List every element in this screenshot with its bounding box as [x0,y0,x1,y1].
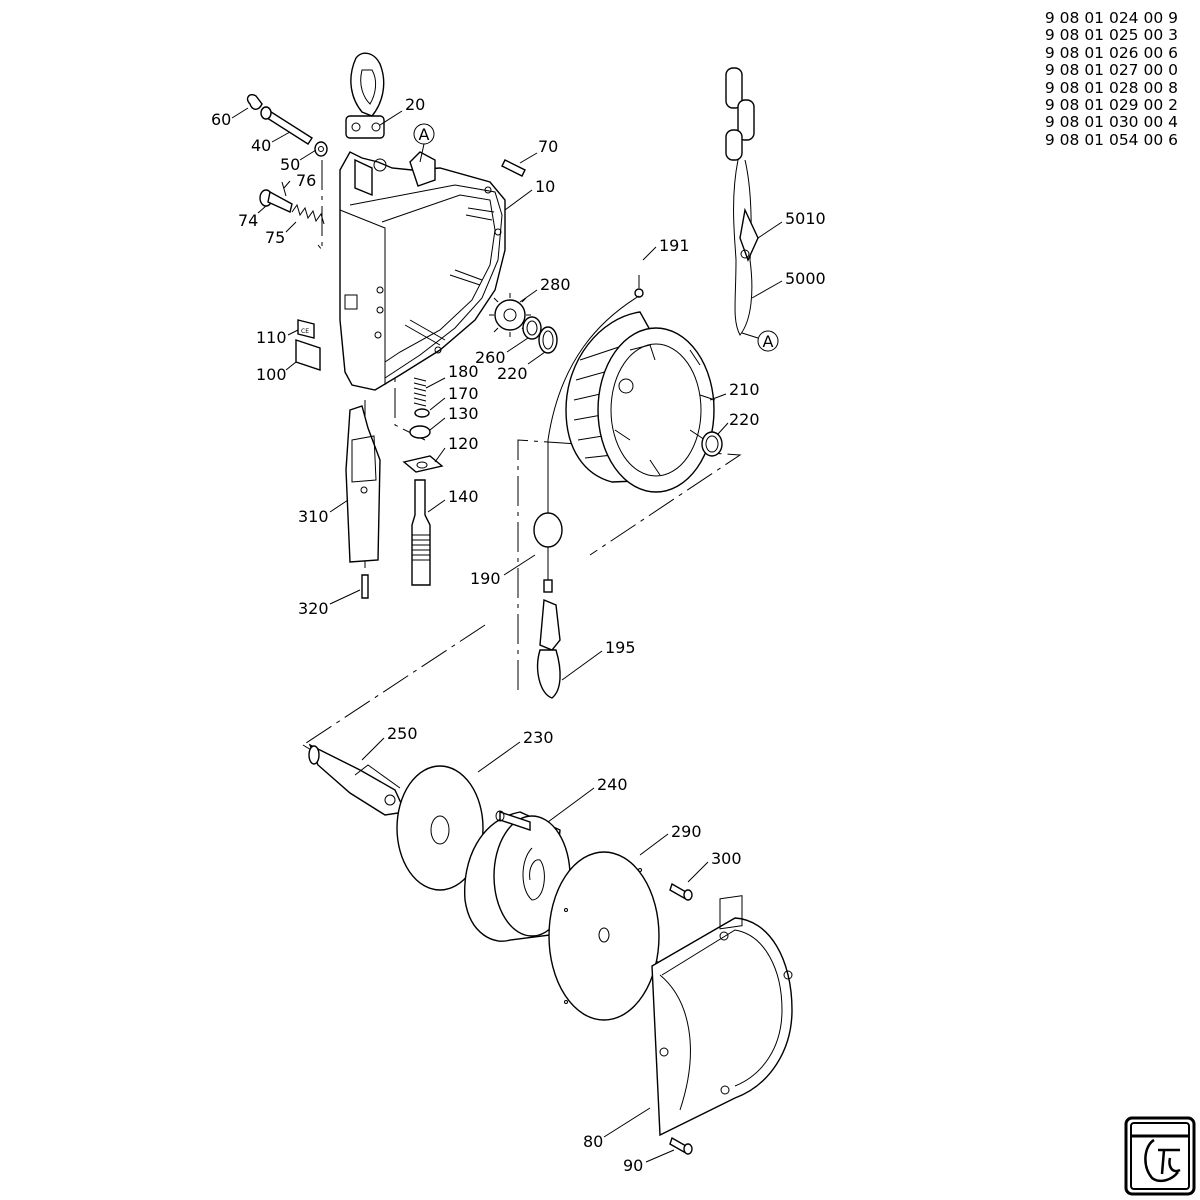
spring-housing [463,810,571,942]
part-label-300: 300 [711,849,742,868]
part-label-191: 191 [659,236,690,255]
part-label-290: 290 [671,822,702,841]
order-number: 9 08 01 024 00 9 [1044,9,1178,27]
part-labels: 20 60 40 50 70 10 76 74 75 110 100 180 1… [211,95,826,1175]
lock-screw-assembly [259,181,325,225]
part-label-70: 70 [538,137,558,156]
part-label-50: 50 [280,155,300,174]
pin-and-clips [246,94,328,157]
part-label-310: 310 [298,507,329,526]
part-label-5010: 5010 [785,209,826,228]
order-number: 9 08 01 025 00 3 [1044,26,1178,45]
cable-drum [565,275,716,493]
part-label-170: 170 [448,384,479,403]
part-label-195: 195 [605,638,636,657]
part-label-140: 140 [448,487,479,506]
cover-disc [548,851,660,1021]
cover-fixing-screw [669,1136,693,1155]
part-label-250: 250 [387,724,418,743]
part-label-10: 10 [535,177,555,196]
order-number: 9 08 01 029 00 2 [1044,96,1178,115]
drum-shaft [308,743,407,816]
safety-chain-rope [725,67,759,336]
reference-marker-a-chain: A [741,330,779,352]
order-number: 9 08 01 027 00 0 [1044,61,1178,80]
part-label-40: 40 [251,136,271,155]
part-label-74: 74 [238,211,258,230]
part-label-190: 190 [470,569,501,588]
part-label-280: 280 [540,275,571,294]
order-number: 9 08 01 026 00 6 [1044,43,1178,62]
order-number-list: 9 08 01 024 00 9 9 08 01 025 00 3 9 08 0… [1044,9,1178,149]
part-label-75: 75 [265,228,285,247]
brake-pawl-assembly [402,377,444,586]
part-label-100: 100 [256,365,287,384]
housing-cover [651,895,793,1137]
part-label-130: 130 [448,404,479,423]
fein-logo [1124,1116,1196,1196]
cover-screw [669,882,693,901]
part-label-210: 210 [729,380,760,399]
gear-and-washers [489,293,558,354]
leader-lines [231,107,783,1163]
part-label-5000: 5000 [785,269,826,288]
part-label-230: 230 [523,728,554,747]
suspension-hook [345,52,385,139]
order-number: 9 08 01 030 00 4 [1044,113,1178,132]
order-number: 9 08 01 028 00 8 [1044,78,1178,97]
part-label-120: 120 [448,434,479,453]
part-label-20: 20 [405,95,425,114]
part-label-260: 260 [475,348,506,367]
part-label-240: 240 [597,775,628,794]
retaining-ring [701,431,723,457]
part-label-220: 220 [729,410,760,429]
cylinder-pin [501,159,526,177]
part-label-110: 110 [256,328,287,347]
part-label-80: 80 [583,1132,603,1151]
marker-letter: A [763,332,774,351]
part-label-76: 76 [296,171,316,190]
part-label-220: 220 [497,364,528,383]
part-label-60: 60 [211,110,231,129]
handle [345,405,381,599]
part-label-90: 90 [623,1156,643,1175]
cable-with-hook [533,295,640,699]
svg-text:CE: CE [301,328,309,335]
part-label-320: 320 [298,599,329,618]
part-label-180: 180 [448,362,479,381]
order-number: 9 08 01 054 00 6 [1044,130,1178,149]
housing [339,151,506,391]
marker-letter: A [419,125,430,144]
labels-plates: CE [295,319,321,371]
spring-cover-disc [396,765,484,891]
reference-marker-a-top: A [413,123,435,163]
